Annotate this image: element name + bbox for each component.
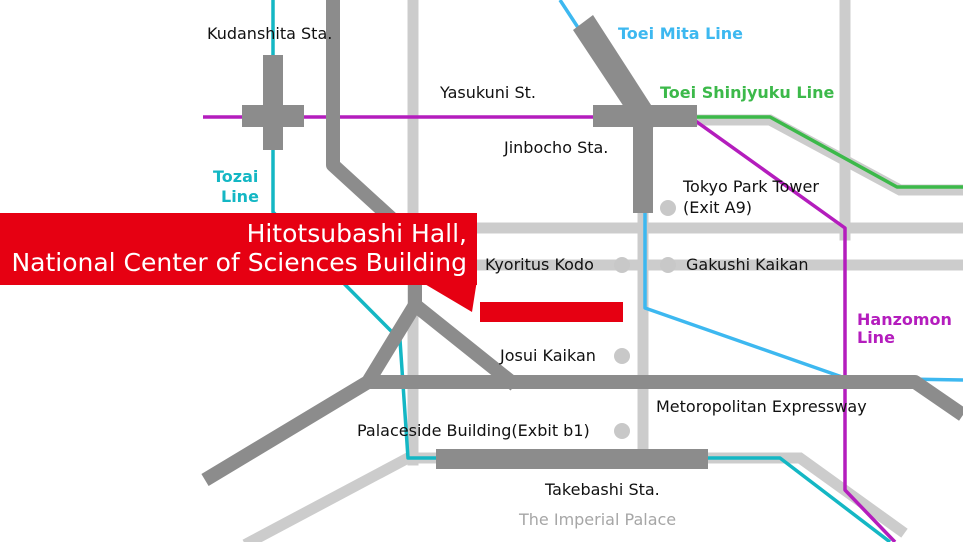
kyoritus-kodo-dot[interactable] — [614, 257, 630, 273]
callout-pointer — [418, 280, 477, 312]
kyoritus-kodo-label: Kyoritus Kodo — [485, 255, 594, 274]
josui-kaikan-dot[interactable] — [614, 348, 630, 364]
venue-marker[interactable] — [480, 302, 623, 322]
tozai-line-label-1: Tozai — [213, 167, 259, 186]
jinbocho-station-label[interactable]: Jinbocho Sta. — [504, 138, 609, 157]
tozai-line-label-2: Line — [221, 187, 259, 206]
tozai-line-track — [271, 0, 892, 542]
kudanshita-station-horizontal — [242, 105, 304, 127]
palaceside-label: Palaceside Building(Exbit b1) — [357, 421, 590, 440]
hanzomon-line-label-2: Line — [857, 328, 895, 347]
street-upper-right — [694, 114, 963, 196]
toei-shinjyuku-line-track — [690, 115, 963, 189]
expressway-route-a — [326, 0, 520, 391]
mita-line-track-gray — [573, 15, 662, 134]
hanzomon-line-track — [203, 115, 897, 542]
venue-name-line2: National Center of Sciences Building — [11, 248, 467, 277]
tokyo-park-tower-dot[interactable] — [660, 200, 676, 216]
kudanshita-station-label[interactable]: Kudanshita Sta. — [207, 24, 333, 43]
expressway-route-b — [201, 301, 421, 486]
landmark-dots — [614, 200, 676, 439]
street-lower-left — [242, 452, 908, 542]
takebashi-station-label[interactable]: Takebashi Sta. — [545, 480, 660, 499]
expressway-route-c — [368, 375, 963, 421]
venue-marker-group — [418, 280, 623, 322]
imperial-palace-label: The Imperial Palace — [519, 510, 677, 529]
gakushi-kaikan-dot[interactable] — [660, 257, 676, 273]
venue-callout[interactable]: Hitotsubashi Hall, National Center of Sc… — [0, 213, 477, 285]
tokyo-park-tower-label-1: Tokyo Park Tower — [683, 177, 819, 196]
toei-mita-line-label: Toei Mita Line — [618, 24, 744, 43]
expressway-label: Metoropolitan Expressway — [656, 397, 867, 416]
palaceside-dot[interactable] — [614, 423, 630, 439]
hanzomon-line-label-1: Hanzomon — [857, 310, 952, 329]
tokyo-park-tower-label-2: (Exit A9) — [683, 198, 752, 217]
josui-kaikan-label: Josui Kaikan — [500, 346, 596, 365]
kudanshita-station-vertical — [263, 55, 283, 150]
gakushi-kaikan-label: Gakushi Kaikan — [686, 255, 809, 274]
jinbocho-station-vertical — [633, 105, 653, 213]
toei-shinjyuku-line-label: Toei Shinjyuku Line — [660, 83, 835, 102]
station-blocks — [242, 15, 708, 469]
venue-name: Hitotsubashi Hall, National Center of Sc… — [11, 219, 467, 277]
takebashi-station — [436, 449, 708, 469]
venue-name-line1: Hitotsubashi Hall, — [246, 219, 467, 248]
yasukuni-street-label: Yasukuni St. — [440, 83, 536, 102]
